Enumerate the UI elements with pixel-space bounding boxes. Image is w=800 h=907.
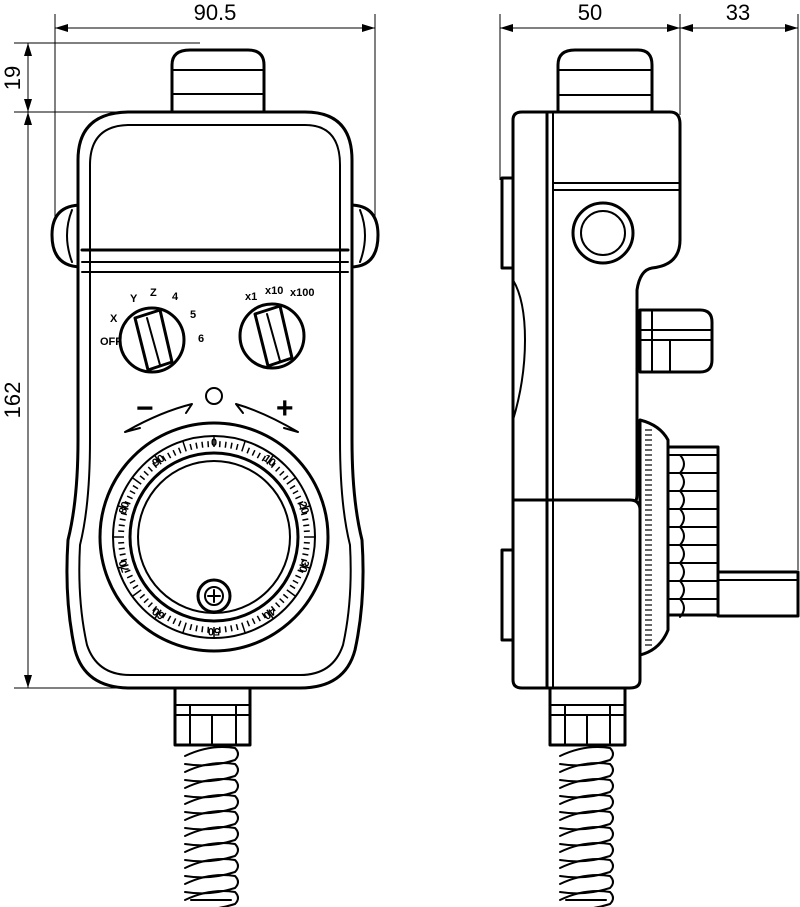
minus-sign: − [136, 392, 154, 425]
axis-label-5: 5 [190, 309, 196, 321]
zero-mark-circle [205, 387, 223, 405]
axis-label-off: OFF [100, 336, 122, 348]
axis-label-z: Z [150, 287, 157, 299]
axis-label-x: X [110, 313, 118, 325]
dial-number-10: 10 [261, 452, 278, 469]
side-spiral-cable [559, 746, 614, 907]
dial-number-80: 80 [117, 500, 132, 515]
dial-number-60: 60 [150, 605, 167, 622]
dim-body-height: 162 [0, 382, 25, 419]
dim-top-connector: 19 [0, 66, 25, 90]
axis-label-y: Y [130, 293, 138, 305]
side-view [500, 48, 800, 907]
dial-number-0: 0 [211, 437, 217, 449]
dimension-lines: 90.5 50 33 19 162 [0, 0, 799, 689]
multiplier-label-x10: x10 [265, 285, 283, 297]
dial-number-20: 20 [296, 500, 311, 515]
axis-label-4: 4 [172, 291, 179, 303]
front-view: X Y Z 4 5 6 OFF x1 x10 x100 − + [50, 48, 380, 907]
axis-label-6: 6 [198, 333, 204, 345]
front-spiral-cable [184, 746, 239, 907]
dial-number-40: 40 [261, 605, 278, 622]
multiplier-label-x1: x1 [245, 291, 257, 303]
dial-number-30: 30 [296, 558, 311, 573]
multiplier-label-x100: x100 [290, 287, 314, 299]
dim-wheel-protrusion: 33 [726, 0, 750, 25]
dim-width-front: 90.5 [194, 0, 237, 25]
dial-number-70: 70 [117, 558, 132, 573]
plus-sign: + [276, 392, 294, 425]
dim-depth-side: 50 [578, 0, 602, 25]
dial-number-50: 50 [208, 625, 220, 637]
multiplier-knob: x1 x10 x100 [238, 285, 314, 370]
dial-number-90: 90 [150, 452, 167, 469]
handwheel-dial: 0 10 20 30 40 50 60 70 80 90 [98, 421, 330, 653]
axis-selector-knob: X Y Z 4 5 6 OFF [100, 287, 204, 374]
